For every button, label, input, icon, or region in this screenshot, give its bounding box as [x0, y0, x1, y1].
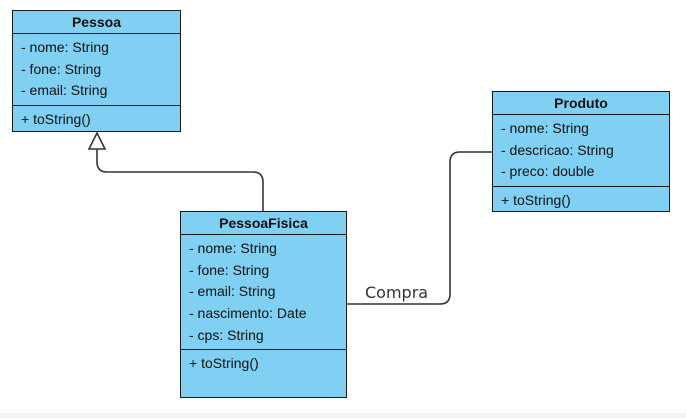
methods-section: + toString(): [493, 187, 669, 215]
class-name: Pessoa: [13, 11, 180, 34]
attribute: - nome: String: [501, 120, 589, 136]
attribute: - fone: String: [21, 60, 102, 77]
methods-section: + toString(): [13, 106, 180, 134]
class-pessoa-fisica[interactable]: PessoaFisica - nome: String - fone: Stri…: [180, 211, 347, 398]
attribute: - nascimento: Date: [189, 305, 307, 322]
bottom-strip: [0, 413, 686, 418]
attribute: - fone: String: [189, 261, 270, 278]
method: + toString(): [501, 192, 571, 209]
method: + toString(): [21, 111, 91, 128]
attribute: - nome: String: [189, 240, 277, 256]
class-name: Produto: [493, 92, 669, 115]
attributes-section: - nome: String - fone: String - email: S…: [181, 235, 346, 351]
attribute: - nome: String: [21, 39, 109, 55]
class-pessoa[interactable]: Pessoa - nome: String - fone: String - e…: [12, 10, 181, 132]
association-line: [347, 151, 492, 305]
inheritance-arrowhead: [87, 131, 107, 150]
attributes-section: - nome: String - fone: String - email: S…: [13, 34, 180, 107]
class-name: PessoaFisica: [181, 212, 346, 235]
attribute: - preco: double: [501, 163, 595, 180]
attribute: - descricao: String: [501, 141, 614, 158]
method: + toString(): [189, 355, 259, 372]
attribute: - cps: String: [189, 326, 264, 343]
attribute: - email: String: [189, 283, 276, 300]
attribute: - email: String: [21, 82, 108, 99]
association-label: Compra: [365, 283, 429, 302]
class-produto[interactable]: Produto - nome: String - descricao: Stri…: [492, 91, 670, 212]
inheritance-line: [96, 149, 264, 211]
attributes-section: - nome: String - descricao: String - pre…: [493, 115, 669, 188]
methods-section: + toString(): [181, 350, 346, 378]
